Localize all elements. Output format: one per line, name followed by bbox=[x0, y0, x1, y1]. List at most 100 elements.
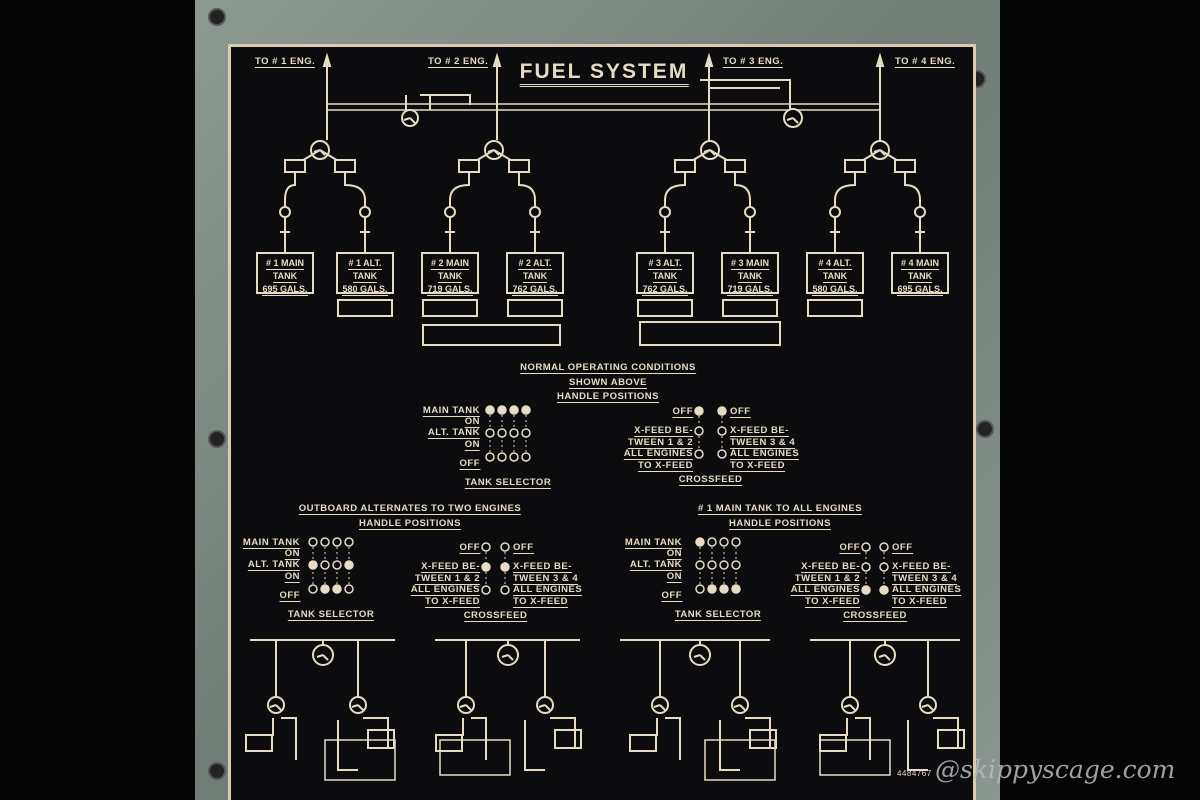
tank-kind: TANK bbox=[652, 271, 678, 283]
fuel-pump-icon bbox=[529, 206, 541, 218]
crossfeed-label: X-FEED BE- bbox=[730, 425, 789, 437]
tank-selector-caption: TANK SELECTOR bbox=[287, 609, 375, 621]
crossfeed-label: TO X-FEED bbox=[638, 460, 693, 472]
handle-position-dot bbox=[861, 562, 871, 572]
fuel-line bbox=[445, 225, 455, 252]
selector-label: MAIN TANK bbox=[422, 405, 480, 417]
valve-handle bbox=[459, 704, 472, 711]
handle-position-dot bbox=[879, 585, 889, 595]
engine-label: TO # 4 ENG. bbox=[895, 56, 956, 68]
handle-position-dot bbox=[320, 584, 330, 594]
handle-position-dot bbox=[879, 542, 889, 552]
tank-name: # 2 ALT. bbox=[518, 258, 552, 270]
tank-capacity: 719 GALS. bbox=[427, 284, 473, 296]
valve-handle bbox=[501, 654, 514, 661]
tank-name: # 3 MAIN bbox=[730, 258, 769, 270]
crossfeed-caption: CROSSFEED bbox=[843, 610, 907, 622]
tank-capacity: 719 GALS. bbox=[727, 284, 773, 296]
strainer-icon bbox=[334, 159, 356, 173]
handle-position-dot bbox=[719, 560, 729, 570]
selector-label: ON bbox=[666, 571, 682, 583]
crossfeed-label: TWEEN 3 & 4 bbox=[892, 573, 958, 585]
selector-label: ON bbox=[284, 571, 300, 583]
handle-position-dot bbox=[694, 449, 704, 459]
crossfeed-label: X-FEED BE- bbox=[801, 561, 860, 573]
main1-title: # 1 MAIN TANK TO ALL ENGINES bbox=[697, 503, 863, 515]
handle-position-dot bbox=[481, 562, 491, 572]
screw bbox=[976, 420, 994, 438]
arrow-icon bbox=[875, 52, 885, 67]
handle-position-dot bbox=[719, 584, 729, 594]
handle-position-dot bbox=[500, 585, 510, 595]
handle-position-dot bbox=[707, 560, 717, 570]
strainer-icon bbox=[674, 159, 696, 173]
crossfeed-label: TO X-FEED bbox=[425, 596, 480, 608]
arrow-icon bbox=[322, 52, 332, 67]
normal-title: HANDLE POSITIONS bbox=[557, 391, 659, 403]
crossfeed-label: X-FEED BE- bbox=[634, 425, 693, 437]
tank-capacity: 580 GALS. bbox=[812, 284, 858, 296]
crossfeed-caption: CROSSFEED bbox=[463, 610, 528, 622]
tank-sump bbox=[337, 299, 393, 317]
fuel-line bbox=[360, 225, 370, 252]
main1-subtitle: HANDLE POSITIONS bbox=[729, 518, 831, 530]
valve-handle bbox=[351, 704, 364, 711]
normal-title: SHOWN ABOVE bbox=[569, 377, 647, 389]
fuel-line bbox=[849, 640, 929, 702]
fuel-line bbox=[659, 640, 741, 702]
fuel-line bbox=[834, 149, 881, 225]
handle-position-dot bbox=[344, 537, 354, 547]
tank-kind: TANK bbox=[737, 271, 763, 283]
tank-selector-caption: TANK SELECTOR bbox=[674, 609, 762, 621]
crossfeed-label: TWEEN 3 & 4 bbox=[513, 573, 579, 585]
tank-outline bbox=[629, 734, 657, 752]
arrow-icon bbox=[492, 52, 502, 67]
normal-title: NORMAL OPERATING CONDITIONS bbox=[520, 362, 696, 374]
page-title: FUEL SYSTEM bbox=[519, 60, 689, 87]
selector-label: OFF bbox=[279, 590, 300, 602]
tank-name: # 3 ALT. bbox=[648, 258, 682, 270]
handle-position-dot bbox=[332, 537, 342, 547]
fuel-pump-icon bbox=[744, 206, 756, 218]
watermark: @skippyscage.com bbox=[935, 755, 1176, 784]
screw bbox=[208, 8, 226, 26]
tank-outline bbox=[937, 729, 965, 749]
tank-kind: TANK bbox=[907, 271, 933, 283]
crossfeed-label: ALL ENGINES bbox=[410, 584, 480, 596]
crossfeed-label: X-FEED BE- bbox=[513, 561, 572, 573]
crossfeed-label: TWEEN 1 & 2 bbox=[794, 573, 860, 585]
handle-position-dot bbox=[695, 560, 705, 570]
crossfeed-label: TWEEN 1 & 2 bbox=[627, 437, 693, 449]
valve-handle bbox=[786, 117, 799, 124]
handle-position-dot bbox=[509, 405, 519, 415]
crossfeed-label: TWEEN 3 & 4 bbox=[730, 437, 796, 449]
arrow-icon bbox=[704, 52, 714, 67]
handle-position-dot bbox=[521, 405, 531, 415]
strainer-icon bbox=[458, 159, 480, 173]
strainer-icon bbox=[844, 159, 866, 173]
fuel-line bbox=[284, 149, 321, 225]
tank-capacity: 580 GALS. bbox=[342, 284, 388, 296]
tank-capacity: 762 GALS. bbox=[642, 284, 688, 296]
handle-position-dot bbox=[731, 560, 741, 570]
fuel-pump-icon bbox=[659, 206, 671, 218]
selector-label: MAIN TANK bbox=[242, 537, 300, 549]
selector-label: ALT. TANK bbox=[629, 559, 682, 571]
handle-position-dot bbox=[521, 428, 531, 438]
handle-position-dot bbox=[320, 537, 330, 547]
fuel-line bbox=[449, 149, 495, 225]
handle-position-dot bbox=[497, 452, 507, 462]
strainer-icon bbox=[724, 159, 746, 173]
outboard-title: OUTBOARD ALTERNATES TO TWO ENGINES bbox=[298, 503, 522, 515]
crossfeed-label: OFF bbox=[730, 406, 751, 418]
handle-position-dot bbox=[731, 537, 741, 547]
handle-position-dot bbox=[717, 449, 727, 459]
crossfeed-label: TWEEN 1 & 2 bbox=[414, 573, 480, 585]
handle-position-dot bbox=[717, 406, 727, 416]
tank-sump bbox=[422, 299, 478, 317]
tank-capacity: 695 GALS. bbox=[262, 284, 308, 296]
outboard-subtitle: HANDLE POSITIONS bbox=[359, 518, 461, 530]
